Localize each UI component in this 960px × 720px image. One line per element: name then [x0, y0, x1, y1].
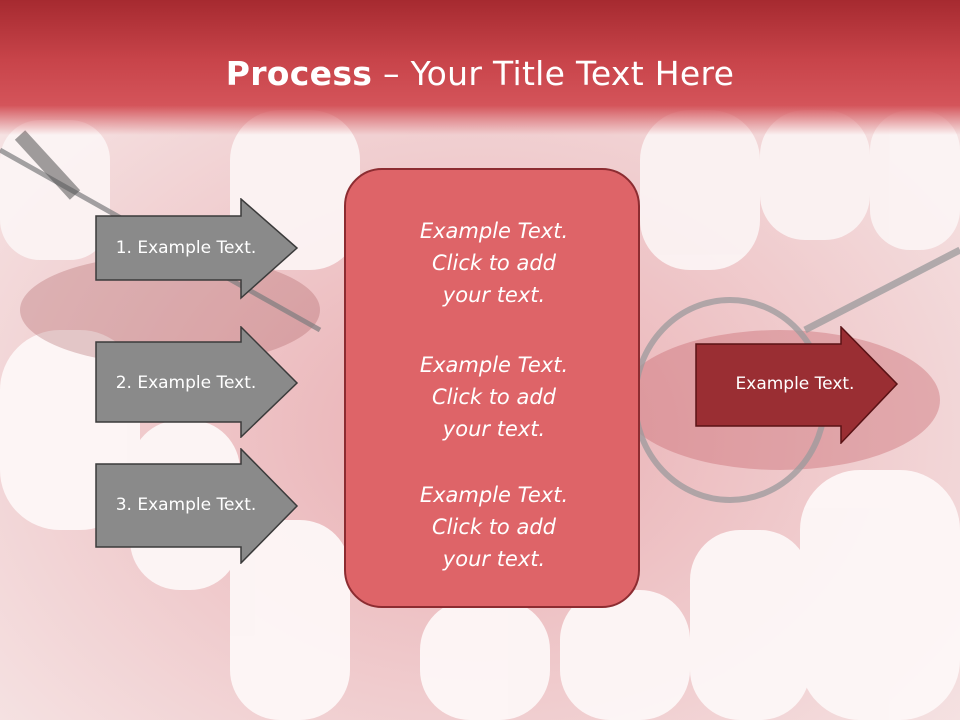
arrow-shape-icon [95, 326, 299, 438]
title-rest-part: – Your Title Text Here [372, 54, 735, 93]
arrow-shape-icon [695, 326, 899, 444]
center-line: your text. [442, 283, 546, 307]
center-line: your text. [442, 417, 546, 441]
center-line: Example Text. [419, 219, 569, 243]
left-arrow-label: 1. Example Text. [115, 238, 257, 258]
title-band [0, 0, 960, 135]
center-line: your text. [442, 547, 546, 571]
right-arrow-label: Example Text. [735, 374, 855, 394]
title-bold-part: Process [225, 54, 373, 93]
center-line: Click to add [431, 515, 556, 539]
center-line: Example Text. [419, 353, 569, 377]
right-arrow[interactable]: Example Text. [695, 326, 900, 444]
center-line: Example Text. [419, 483, 569, 507]
left-arrow-1[interactable]: 1. Example Text. [95, 198, 300, 316]
left-arrow-label: 2. Example Text. [115, 373, 257, 393]
left-arrow-2[interactable]: 2. Example Text. [95, 326, 300, 444]
center-block-1: Example Text. Click to add your text. [346, 215, 642, 311]
arrow-shape-icon [95, 448, 299, 564]
center-text-box[interactable]: Example Text. Click to add your text. Ex… [344, 168, 640, 608]
slide-title[interactable]: Process – Your Title Text Here [0, 50, 960, 98]
arrow-shape-icon [95, 198, 299, 300]
center-line: Click to add [431, 385, 556, 409]
center-block-3: Example Text. Click to add your text. [346, 479, 642, 575]
center-line: Click to add [431, 251, 556, 275]
center-block-2: Example Text. Click to add your text. [346, 349, 642, 445]
left-arrow-label: 3. Example Text. [115, 495, 257, 515]
left-arrow-3[interactable]: 3. Example Text. [95, 448, 300, 566]
